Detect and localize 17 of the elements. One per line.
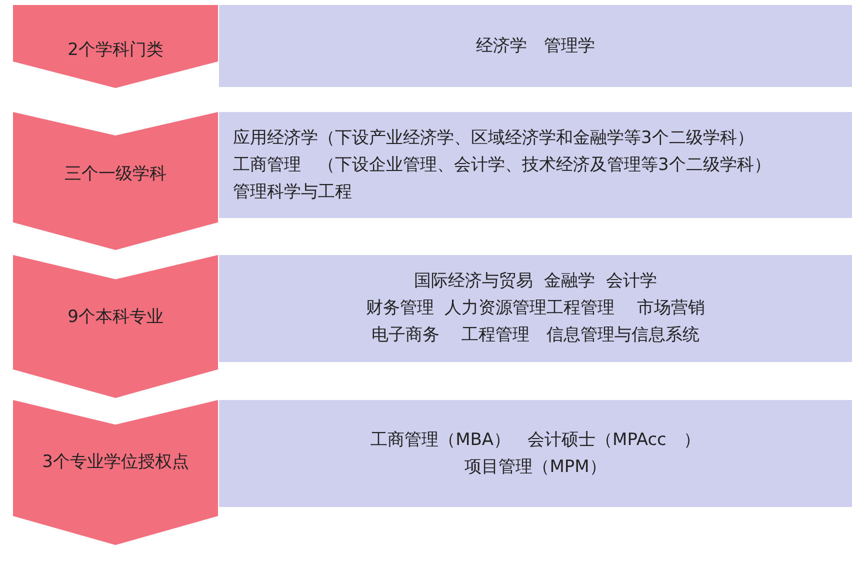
item-text: 项目管理（MPM） <box>464 456 608 478</box>
item-text: 国际经济与贸易 金融学 会计学 <box>413 270 658 293</box>
item-text: 电子商务 工程管理 信息管理与信息系统 <box>370 324 701 347</box>
content-panel <box>219 255 852 362</box>
item-text: 应用经济学（下设产业经济学、区域经济学和金融学等3个二级学科） <box>233 126 755 150</box>
item-text: 工商管理 （下设企业管理、会计学、技术经济及管理等3个二级学科） <box>233 154 772 176</box>
level-label: 3个专业学位授权点 <box>41 451 190 473</box>
content-panel <box>219 5 852 87</box>
item-text: 经济学 管理学 <box>475 34 596 58</box>
item-text: 工商管理（MBA） 会计硕士（MPAcc ） <box>370 428 702 452</box>
content-panel <box>219 112 852 218</box>
level-label: 9个本科专业 <box>66 306 164 328</box>
level-label: 三个一级学科 <box>64 163 168 185</box>
item-text: 管理科学与工程 <box>233 180 353 204</box>
level-label: 2个学科门类 <box>66 39 164 61</box>
content-panel <box>219 400 852 507</box>
item-text: 财务管理 人力资源管理工程管理 市场营销 <box>364 297 706 320</box>
